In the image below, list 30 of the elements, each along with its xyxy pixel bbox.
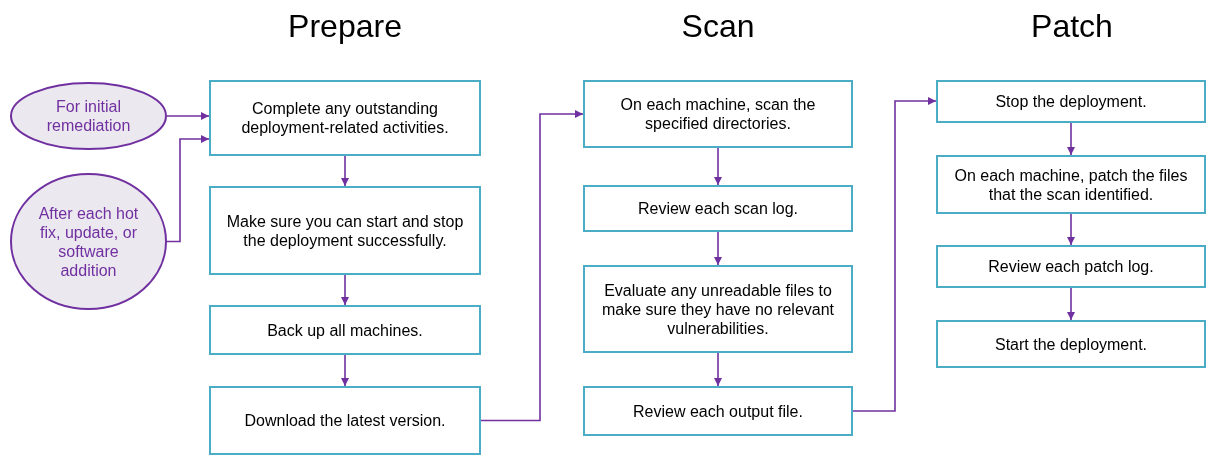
- arrow: [166, 112, 210, 120]
- arrow: [1067, 287, 1075, 321]
- arrow: [341, 155, 349, 187]
- arrow: [341, 274, 349, 306]
- start-ellipse: For initial remediation: [10, 82, 167, 150]
- arrow: [714, 352, 722, 387]
- process-box: Complete any outstanding deployment-related activities.: [209, 80, 481, 156]
- arrow: [852, 97, 937, 412]
- process-box: On each machine, patch the files that the scan identified.: [936, 155, 1206, 214]
- process-box: Stop the deployment.: [936, 80, 1206, 123]
- process-box: Back up all machines.: [209, 305, 481, 355]
- process-box: Review each output file.: [583, 386, 853, 436]
- arrow: [166, 135, 210, 243]
- start-ellipse: After each hot fix, update, or software addition: [10, 173, 167, 310]
- process-box: Make sure you can start and stop the deployment successfully.: [209, 186, 481, 275]
- process-box: On each machine, scan the specified directories.: [583, 80, 853, 148]
- arrow: [480, 110, 584, 422]
- arrow: [714, 147, 722, 186]
- process-box: Evaluate any unreadable files to make sure they have no relevant vulnerabilities.: [583, 265, 853, 353]
- arrow: [1067, 213, 1075, 246]
- column-heading: Scan: [680, 8, 756, 45]
- process-box: Download the latest version.: [209, 386, 481, 455]
- column-heading: Patch: [1030, 8, 1114, 45]
- arrow: [714, 231, 722, 266]
- arrow: [1067, 122, 1075, 156]
- arrow: [341, 354, 349, 387]
- process-box: Start the deployment.: [936, 320, 1206, 368]
- process-box: Review each patch log.: [936, 245, 1206, 288]
- process-box: Review each scan log.: [583, 185, 853, 232]
- column-heading: Prepare: [287, 8, 403, 45]
